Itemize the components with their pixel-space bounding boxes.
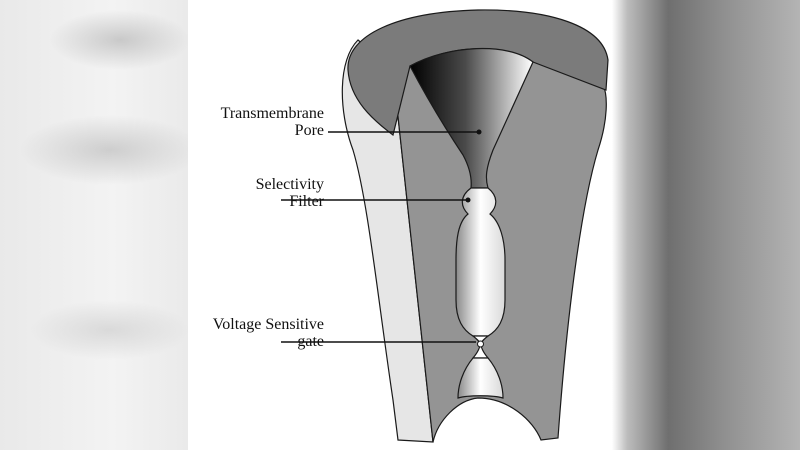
label-line-1: Transmembrane [220,105,324,122]
selectivity-filter-label: Selectivity Filter [256,176,324,210]
lower-lumen [457,357,504,399]
right-blur-background [612,0,800,450]
label-line-1: Voltage Sensitive [212,316,324,333]
filter-leader-dot [465,197,471,203]
left-blur-background [0,0,188,450]
gate-dot [477,340,484,348]
label-line-2: Filter [289,193,324,210]
label-line-2: Pore [294,122,324,139]
ion-channel-diagram: Transmembrane Pore Selectivity Filter Vo… [188,0,612,450]
transmembrane-pore-label: Transmembrane Pore [221,105,324,139]
pore-leader-dot [476,129,482,135]
channel-illustration [281,9,609,443]
label-line-1: Selectivity [255,176,324,193]
voltage-sensitive-gate-label: Voltage Sensitive gate [213,316,324,350]
label-line-2: gate [297,333,324,350]
channel-rim [347,9,609,137]
